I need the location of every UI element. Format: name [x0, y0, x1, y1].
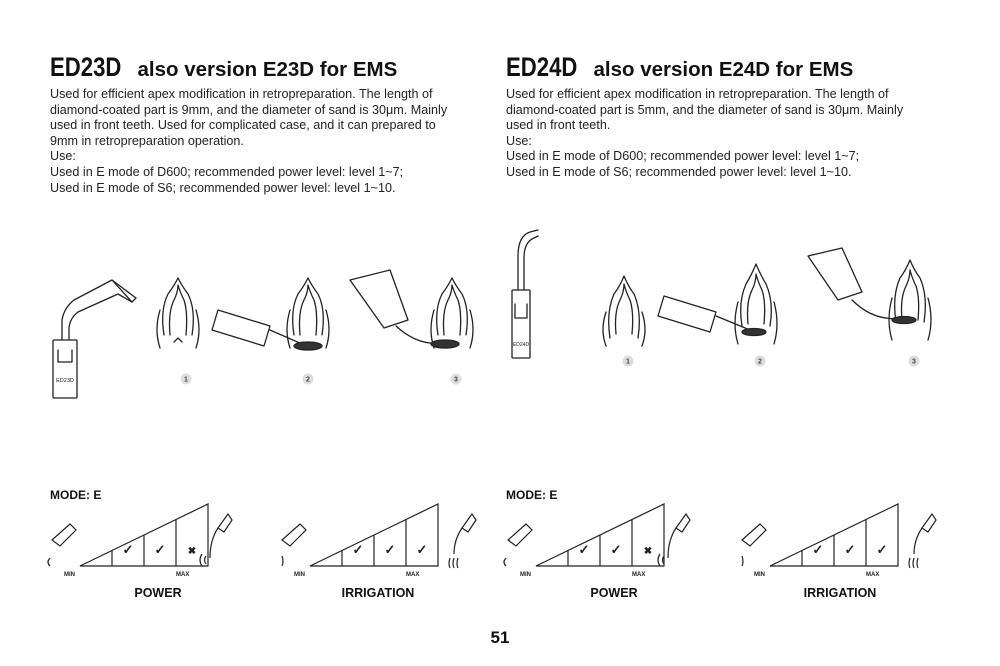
product-description: Used for efficient apex modification in …: [50, 87, 510, 196]
usage-illustration: ED23D: [52, 269, 474, 399]
desc-line: used in front teeth. Used for complicate…: [50, 118, 436, 133]
desc-line: diamond-coated part is 9mm, and the diam…: [50, 102, 448, 117]
desc-line: 9mm in retropreparation operation.: [50, 133, 244, 148]
handpiece-icon: [741, 523, 767, 547]
tip-label: ED23D: [56, 378, 74, 384]
product-title: ED24D also version E24D for EMS: [506, 52, 853, 83]
tip-label: ED24D: [513, 342, 530, 348]
product-subtitle: also version E24D for EMS: [593, 58, 854, 81]
desc-line: Use:: [506, 133, 532, 148]
check-mark: ✓: [385, 542, 396, 557]
handpiece-irrigation-icon: [448, 512, 477, 569]
product-code: ED24D: [506, 52, 578, 82]
usage-illustration: ED24D: [511, 229, 932, 367]
check-mark: ✓: [845, 542, 856, 557]
handpiece-icon: [199, 512, 233, 567]
product-description: Used for efficient apex modification in …: [506, 87, 966, 181]
max-label: MAX: [406, 572, 419, 578]
mode-label: MODE: E: [506, 488, 558, 502]
handpiece-icon: [507, 523, 533, 547]
step-number: 1: [184, 377, 188, 384]
handpiece-irrigation-icon: [908, 512, 937, 569]
check-mark: ✓: [611, 542, 622, 557]
power-label: POWER: [590, 586, 638, 600]
vibration-icon: [47, 557, 51, 567]
power-gauge: ✓ ✓ ✖ MIN MAX: [47, 503, 209, 578]
drop-icon: [281, 555, 284, 567]
step-number: 2: [758, 359, 762, 366]
step-number: 1: [626, 359, 630, 366]
min-label: MIN: [754, 572, 765, 578]
handpiece-icon: [51, 523, 77, 547]
check-mark: ✓: [353, 542, 364, 557]
min-label: MIN: [64, 572, 75, 578]
min-label: MIN: [520, 572, 531, 578]
irrigation-label: IRRIGATION: [803, 586, 877, 600]
handpiece-icon: [281, 523, 307, 547]
step-number: 3: [454, 377, 458, 384]
check-mark: ✓: [417, 542, 428, 557]
drop-icon: [741, 555, 744, 567]
tooth-step3-icon: [807, 247, 932, 341]
max-label: MAX: [866, 572, 879, 578]
tooth-step1-icon: [602, 275, 646, 347]
vibration-icon: [503, 557, 507, 567]
desc-line: used in front teeth.: [506, 118, 611, 133]
desc-line: Used for efficient apex modification in …: [506, 87, 889, 101]
page-number: 51: [490, 628, 510, 647]
desc-line: Used in E mode of D600; recommended powe…: [506, 149, 860, 164]
max-label: MAX: [632, 572, 645, 578]
cross-mark: ✖: [188, 546, 196, 557]
max-label: MAX: [176, 572, 189, 578]
irrigation-gauge: ✓ ✓ ✓ MIN MAX: [281, 503, 439, 578]
tooth-step2-icon: [211, 277, 330, 351]
desc-line: Used in E mode of S6; recommended power …: [50, 180, 396, 195]
cross-mark: ✖: [644, 546, 652, 557]
step-number: 2: [306, 377, 310, 384]
check-mark: ✓: [813, 542, 824, 557]
check-mark: ✓: [155, 542, 166, 557]
tooth-step2-icon: [657, 263, 778, 345]
ed23d-tip-icon: [52, 279, 137, 399]
desc-line: diamond-coated part is 5mm, and the diam…: [506, 102, 904, 117]
power-gauge: ✓ ✓ ✖ MIN MAX: [503, 503, 665, 578]
power-label: POWER: [134, 586, 182, 600]
product-subtitle: also version E23D for EMS: [137, 58, 398, 81]
min-label: MIN: [294, 572, 305, 578]
irrigation-gauge: ✓ ✓ ✓ MIN MAX: [741, 503, 899, 578]
irrigation-label: IRRIGATION: [341, 586, 415, 600]
check-mark: ✓: [877, 542, 888, 557]
check-mark: ✓: [579, 542, 590, 557]
desc-line: Used in E mode of D600; recommended powe…: [50, 164, 404, 179]
product-title: ED23D also version E23D for EMS: [50, 52, 397, 83]
tooth-step3-icon: [349, 269, 474, 349]
handpiece-icon: [657, 512, 691, 567]
desc-line: Use:: [50, 149, 76, 164]
mode-label: MODE: E: [50, 488, 102, 502]
desc-line: Used for efficient apex modification in …: [50, 87, 433, 101]
ed24d-tip-icon: [511, 229, 539, 359]
product-code: ED23D: [50, 52, 122, 82]
step-number: 3: [912, 359, 916, 366]
tooth-step1-icon: [156, 277, 200, 349]
check-mark: ✓: [123, 542, 134, 557]
desc-line: Used in E mode of S6; recommended power …: [506, 164, 852, 179]
